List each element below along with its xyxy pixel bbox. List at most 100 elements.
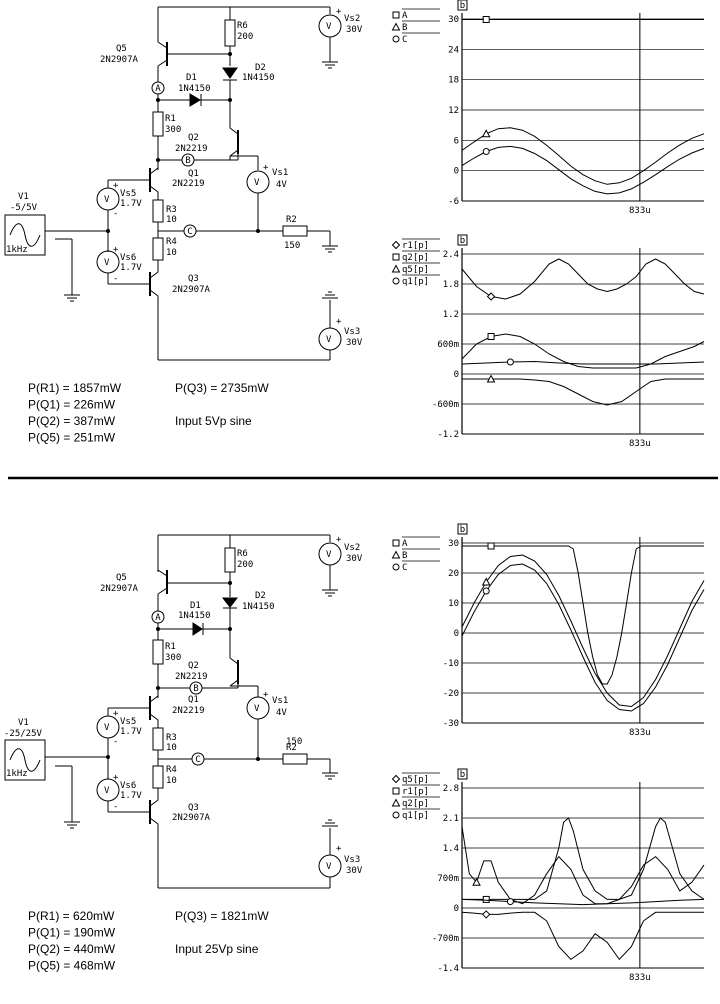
- cursor-b-tag[interactable]: [457, 523, 468, 535]
- voltmeter-glyph: V: [326, 22, 332, 32]
- r4-value: 10: [166, 776, 177, 786]
- r4-value: 10: [166, 248, 177, 258]
- d2-name: D2: [255, 591, 266, 601]
- power-annotation: P(Q5) = 251mW: [28, 431, 116, 445]
- legend-marker-square-icon: [392, 11, 400, 19]
- r6-resistor-icon: [224, 547, 236, 573]
- legend-marker-triangle-icon: [391, 798, 401, 807]
- d1-diode-icon: [189, 93, 201, 107]
- r6-resistor-icon: [224, 19, 236, 47]
- legend-label: B: [402, 551, 407, 561]
- cursor-b-tag[interactable]: [457, 0, 468, 11]
- y-tick-label: 30: [448, 539, 459, 549]
- q5-name: Q5: [116, 573, 127, 583]
- series-marker-circle-icon: [506, 358, 514, 366]
- vs5-plus: +: [113, 709, 119, 719]
- series-marker-triangle-icon: [481, 129, 491, 138]
- voltmeter-glyph: V: [104, 258, 110, 268]
- node-c-label: C: [195, 755, 200, 765]
- bottom-panel: V V V V V A B C R6 200 Vs2 30V + Q5 2N29…: [4, 523, 705, 983]
- voltmeter-glyph: V: [104, 195, 110, 205]
- power-annotation: P(Q1) = 190mW: [28, 926, 116, 940]
- v1-freq: 1kHz: [6, 769, 28, 779]
- cursor-b-tag[interactable]: [457, 768, 468, 780]
- legend-label: q5[p]: [402, 265, 429, 275]
- r2-resistor-icon: [282, 225, 308, 237]
- x-tick-label: 833u: [629, 206, 651, 216]
- y-tick-label: 0: [454, 629, 459, 639]
- q5-name: Q5: [116, 44, 127, 54]
- d2-value: 1N4150: [242, 602, 275, 612]
- node-c-label: C: [187, 227, 192, 237]
- r3-value: 10: [166, 215, 177, 225]
- y-tick-label: 2.8: [443, 784, 459, 794]
- vs6-plus: +: [113, 245, 119, 255]
- v1-value: -5/5V: [10, 203, 38, 213]
- vs6-minus: -: [113, 274, 118, 284]
- r3-value: 10: [166, 743, 177, 753]
- cursor-b-label: b: [460, 770, 465, 780]
- vs2-value: 30V: [346, 25, 363, 35]
- vs1-value: 4V: [276, 708, 287, 718]
- y-tick-label: 2.1: [443, 814, 459, 824]
- q5-value: 2N2907A: [100, 584, 139, 594]
- q1-name: Q1: [188, 169, 199, 179]
- cursor-b-label: b: [460, 525, 465, 535]
- r3-name: R3: [166, 733, 177, 743]
- vs1-plus: +: [263, 690, 269, 700]
- node-b-label: B: [193, 684, 198, 694]
- legend-marker-diamond-icon: [391, 774, 401, 784]
- node-a-label: A: [155, 84, 161, 94]
- vs6-name: Vs6: [120, 253, 136, 263]
- cursor-b-tag[interactable]: [457, 234, 468, 246]
- vs5-value: 1.7V: [120, 727, 142, 737]
- r3-resistor-icon: [152, 727, 164, 751]
- node-b-label: B: [185, 156, 190, 166]
- series-line-3: [461, 826, 705, 905]
- power-annotation: P(Q5) = 468mW: [28, 959, 116, 973]
- legend-label: A: [402, 11, 408, 21]
- y-tick-label: 10: [448, 599, 459, 609]
- y-tick-label: 30: [448, 15, 459, 25]
- r6-value: 200: [237, 560, 253, 570]
- series-line-1: [462, 545, 704, 685]
- legend-label: q2[p]: [402, 253, 429, 263]
- series-marker-diamond-icon: [481, 910, 491, 919]
- r3-name: R3: [166, 205, 177, 215]
- r3-resistor-icon: [152, 199, 164, 223]
- q3-name: Q3: [188, 274, 199, 284]
- power-annotation: P(Q3) = 1821mW: [175, 909, 269, 923]
- vs6-plus: +: [113, 773, 119, 783]
- vs3-plus: +: [336, 844, 342, 854]
- d2-value: 1N4150: [242, 73, 275, 83]
- series-line-4: [461, 360, 705, 365]
- y-tick-label: 12: [448, 106, 459, 116]
- vs3-name: Vs3: [344, 855, 360, 865]
- q3-value: 2N2907A: [172, 813, 211, 823]
- circuit-schematic: [4, 534, 342, 889]
- r1-name: R1: [165, 642, 176, 652]
- series-marker-square-icon: [482, 16, 490, 24]
- q1-value: 2N2219: [172, 179, 205, 189]
- series-line-2: [461, 554, 705, 708]
- voltmeter-glyph: V: [254, 704, 260, 714]
- vs3-name: Vs3: [344, 327, 360, 337]
- power-annotation: P(Q1) = 226mW: [28, 398, 116, 412]
- power-annotation: Input 25Vp sine: [175, 942, 259, 956]
- series-line-1: [461, 911, 704, 961]
- vs3-value: 30V: [346, 338, 363, 348]
- legend-label: q5[p]: [402, 775, 429, 785]
- vs2-value: 30V: [346, 554, 363, 564]
- r1-value: 300: [165, 125, 181, 135]
- d2-diode-icon: [222, 67, 238, 79]
- legend-marker-circle-icon: [392, 277, 400, 285]
- d1-value: 1N4150: [178, 611, 211, 621]
- series-line-2: [462, 817, 705, 900]
- r2-name: R2: [286, 215, 297, 225]
- x-tick-label: 833u: [629, 728, 651, 738]
- y-tick-label: 1.4: [443, 844, 459, 854]
- legend-marker-diamond-icon: [391, 240, 401, 250]
